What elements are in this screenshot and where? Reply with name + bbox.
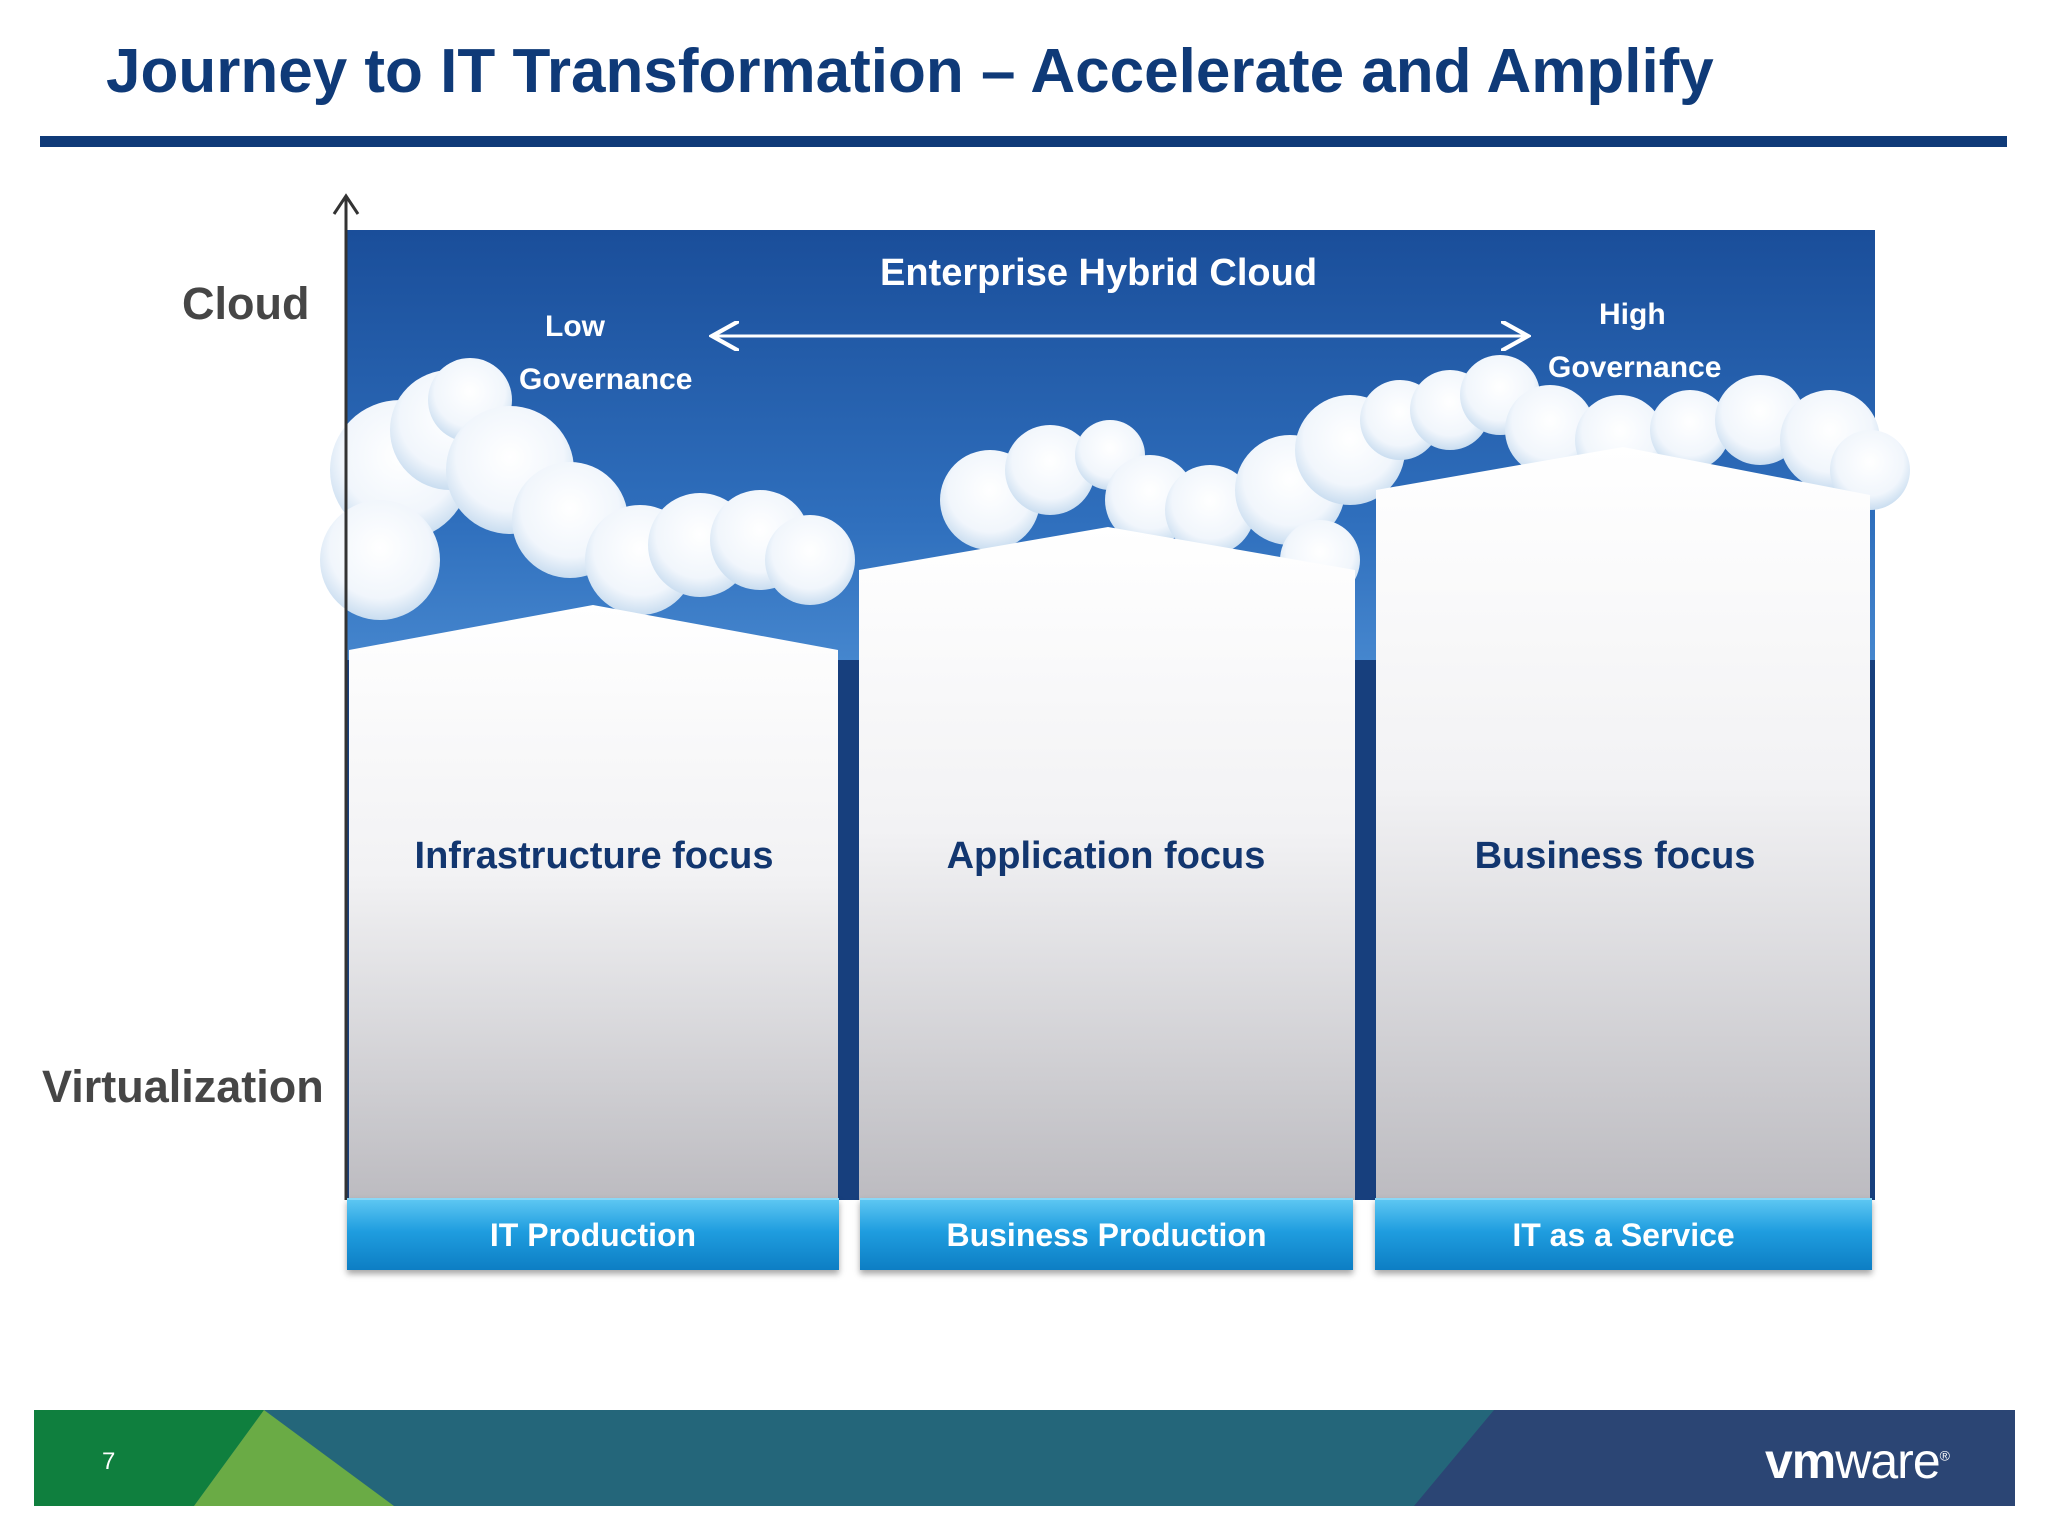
logo-vm: vm xyxy=(1765,1433,1836,1489)
slide-title: Journey to IT Transformation – Accelerat… xyxy=(106,37,1714,106)
footer-band xyxy=(34,1410,2015,1506)
pillar-application xyxy=(859,527,1355,1200)
logo-ware: ware xyxy=(1835,1433,1940,1489)
focus-label-infrastructure: Infrastructure focus xyxy=(414,835,774,877)
high-governance-line1: High xyxy=(1599,298,1666,331)
page-number: 7 xyxy=(102,1448,116,1475)
low-governance-line2: Governance xyxy=(519,363,693,396)
low-governance-line1: Low xyxy=(545,310,605,343)
axis-label-cloud: Cloud xyxy=(182,278,310,329)
pillar-infrastructure xyxy=(349,605,838,1200)
axis-arrow-icon xyxy=(332,193,360,215)
high-governance-line2: Governance xyxy=(1548,351,1722,384)
stage-button-it-as-a-service[interactable]: IT as a Service xyxy=(1375,1198,1872,1270)
axis-label-virtualization: Virtualization xyxy=(42,1061,324,1112)
title-rule xyxy=(40,136,2007,147)
focus-label-business: Business focus xyxy=(1474,835,1756,877)
focus-label-application: Application focus xyxy=(946,835,1266,877)
vmware-logo: vmware® xyxy=(1765,1432,1950,1490)
pillar-business xyxy=(1376,447,1870,1200)
stage-button-business-production[interactable]: Business Production xyxy=(860,1198,1353,1270)
stage-button-it-production[interactable]: IT Production xyxy=(347,1198,839,1270)
banner-title: Enterprise Hybrid Cloud xyxy=(880,252,1318,294)
logo-registered-mark: ® xyxy=(1939,1447,1950,1464)
